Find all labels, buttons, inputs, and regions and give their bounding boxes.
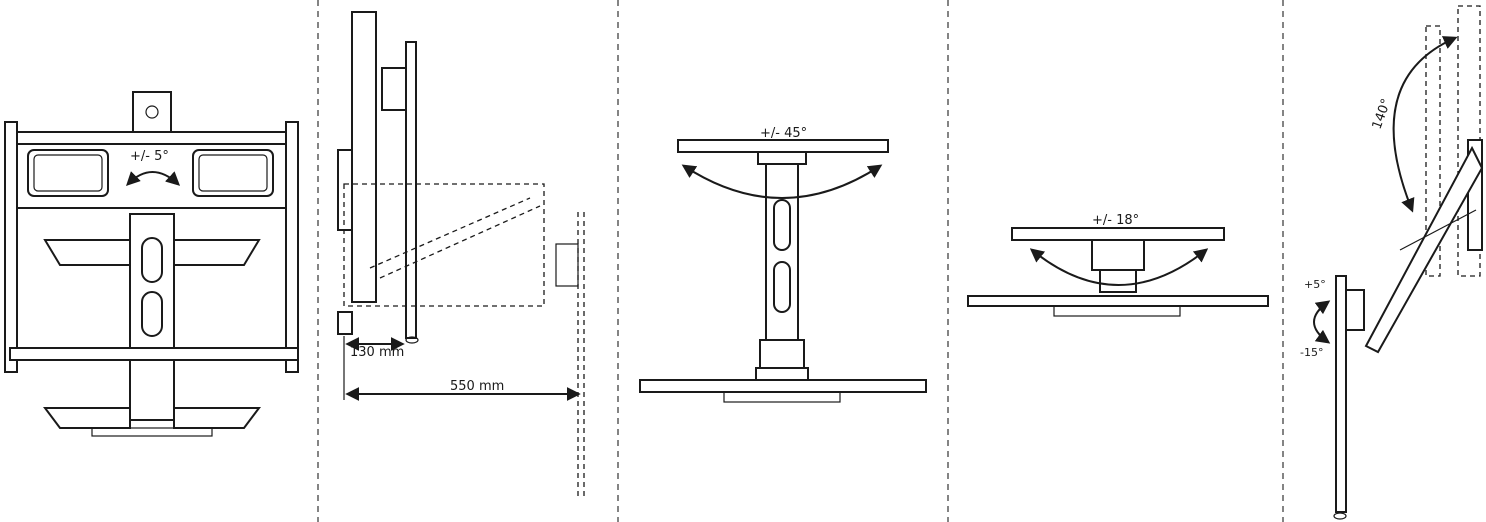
upper-tray-left xyxy=(43,239,131,266)
fold-arm xyxy=(1364,145,1484,354)
swivel-ceiling-view: +/- 45° xyxy=(639,126,927,403)
tilt-down-label: -15° xyxy=(1300,346,1323,359)
tilt-arrow-icon xyxy=(1313,300,1331,344)
swivel-45-arrow-icon xyxy=(681,164,883,199)
swivel-18-label: +/- 18° xyxy=(1092,213,1139,228)
fold-140-arrow-icon xyxy=(1392,36,1458,213)
tv-plate-retracted xyxy=(405,41,417,339)
dimension-550-label: 550 mm xyxy=(450,379,504,394)
swivel-45-label: +/- 45° xyxy=(760,126,807,141)
front-view: +/- 5° xyxy=(4,91,299,437)
left-window xyxy=(27,149,109,197)
panel-dividers xyxy=(317,0,1284,522)
left-rail xyxy=(4,121,18,373)
bottom-crossbar xyxy=(9,347,299,361)
rotation-arrow-icon xyxy=(126,171,181,186)
swivel-18-arrow-icon xyxy=(1029,248,1209,286)
plate-top xyxy=(1011,227,1225,241)
tilt-up-label: +5° xyxy=(1304,278,1326,291)
extended-arm-outline xyxy=(343,183,545,307)
swivel-plate-view: +/- 18° xyxy=(967,213,1269,317)
front-rotation-label: +/- 5° xyxy=(130,149,169,164)
right-rail xyxy=(285,121,299,373)
pole xyxy=(765,163,799,341)
plate-bottom xyxy=(967,295,1269,307)
central-column xyxy=(129,213,175,355)
top-bracket xyxy=(132,91,172,133)
fold-140-label: 140° xyxy=(1370,97,1395,132)
top-plate xyxy=(677,139,889,153)
lower-tray-left xyxy=(43,407,131,429)
top-crossbar xyxy=(9,131,299,145)
lower-tray-right xyxy=(173,407,261,429)
upper-tray-right xyxy=(173,239,261,266)
bottom-plate xyxy=(639,379,927,393)
tv-plate xyxy=(1335,275,1347,513)
lower-column xyxy=(129,359,175,421)
wall-plate-left xyxy=(351,11,377,303)
right-window xyxy=(192,149,274,197)
dimension-130-label: 130 mm xyxy=(350,345,404,360)
extension-view: 130 mm 550 mm xyxy=(337,11,585,500)
fold-view: 140° +5° -15° xyxy=(1300,5,1484,520)
